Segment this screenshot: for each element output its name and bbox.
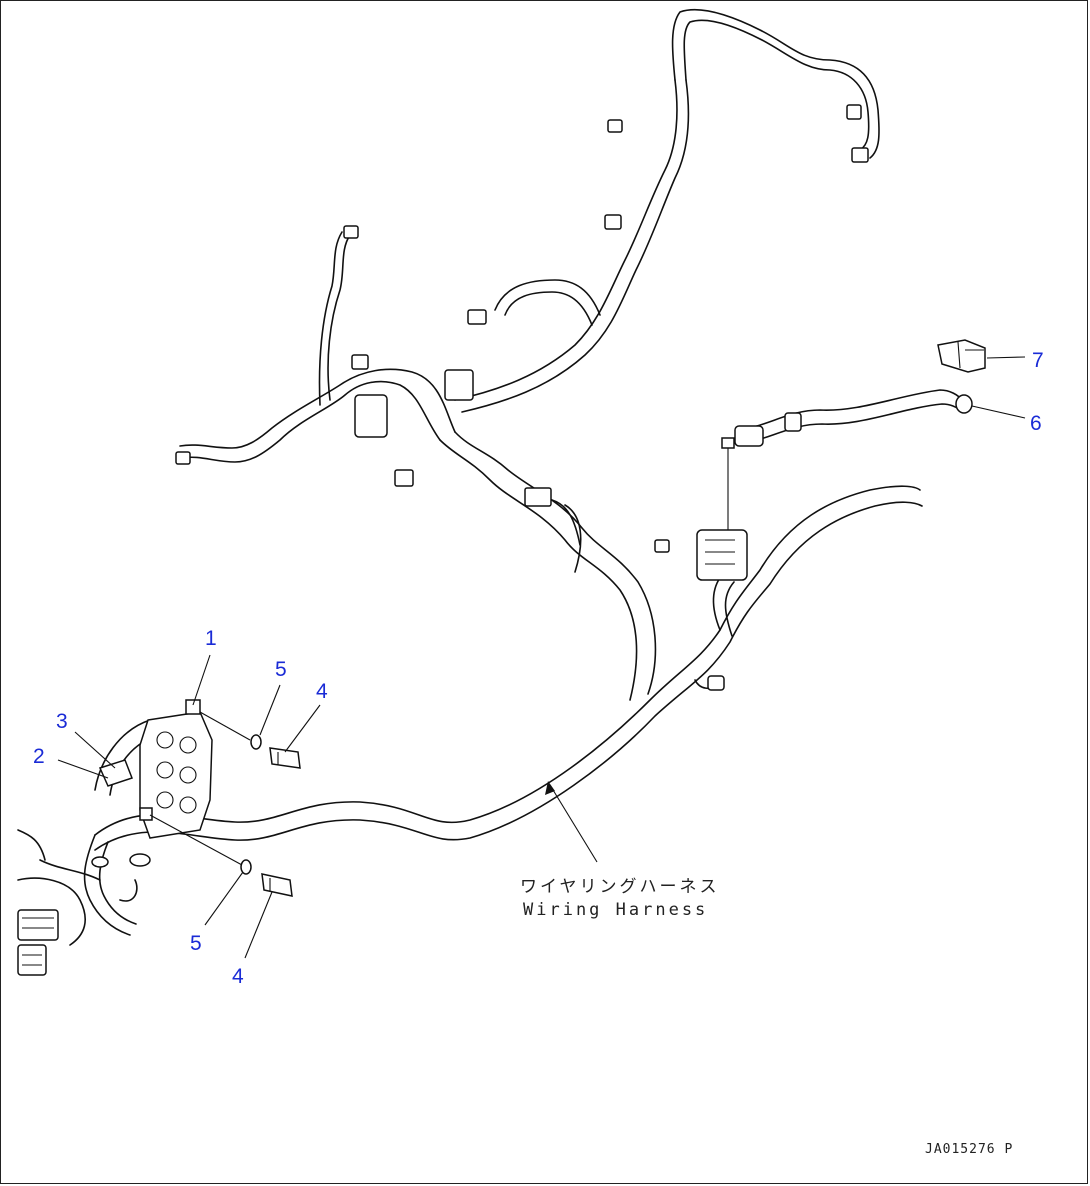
callout-6: 6	[1030, 412, 1042, 435]
callout-5-upper: 5	[275, 658, 287, 681]
fasteners	[149, 711, 301, 897]
part-5-washer-lower	[240, 859, 252, 875]
part-2-clip	[98, 759, 133, 787]
drawing-code: JA015276 P	[925, 1142, 1013, 1157]
leader-lines	[57, 356, 1026, 959]
valve-block	[98, 699, 213, 839]
machine-frame	[17, 829, 151, 976]
sensor-cable	[721, 339, 986, 530]
part-1-bracket	[185, 699, 201, 715]
callout-4-upper: 4	[316, 680, 328, 703]
part-6-grommet	[955, 394, 973, 414]
callout-4-lower: 4	[232, 965, 244, 988]
part-4-bolt-upper	[269, 747, 301, 769]
harness-label-jp: ワイヤリングハーネス	[520, 877, 720, 897]
callout-7: 7	[1032, 349, 1044, 372]
callout-numbers: 1 3 2 5 4 5 4 7 6	[33, 349, 1044, 988]
harness-label-en: Wiring Harness	[523, 900, 708, 920]
callout-5-lower: 5	[190, 932, 202, 955]
part-5-washer-upper	[250, 734, 262, 750]
callout-2: 2	[33, 745, 45, 768]
harness-connectors	[175, 104, 869, 691]
wiring-harness	[83, 8, 923, 936]
callout-1: 1	[205, 627, 217, 650]
part-4-bolt-lower	[261, 873, 293, 897]
part-7-connector	[937, 339, 986, 373]
callout-3: 3	[56, 710, 68, 733]
